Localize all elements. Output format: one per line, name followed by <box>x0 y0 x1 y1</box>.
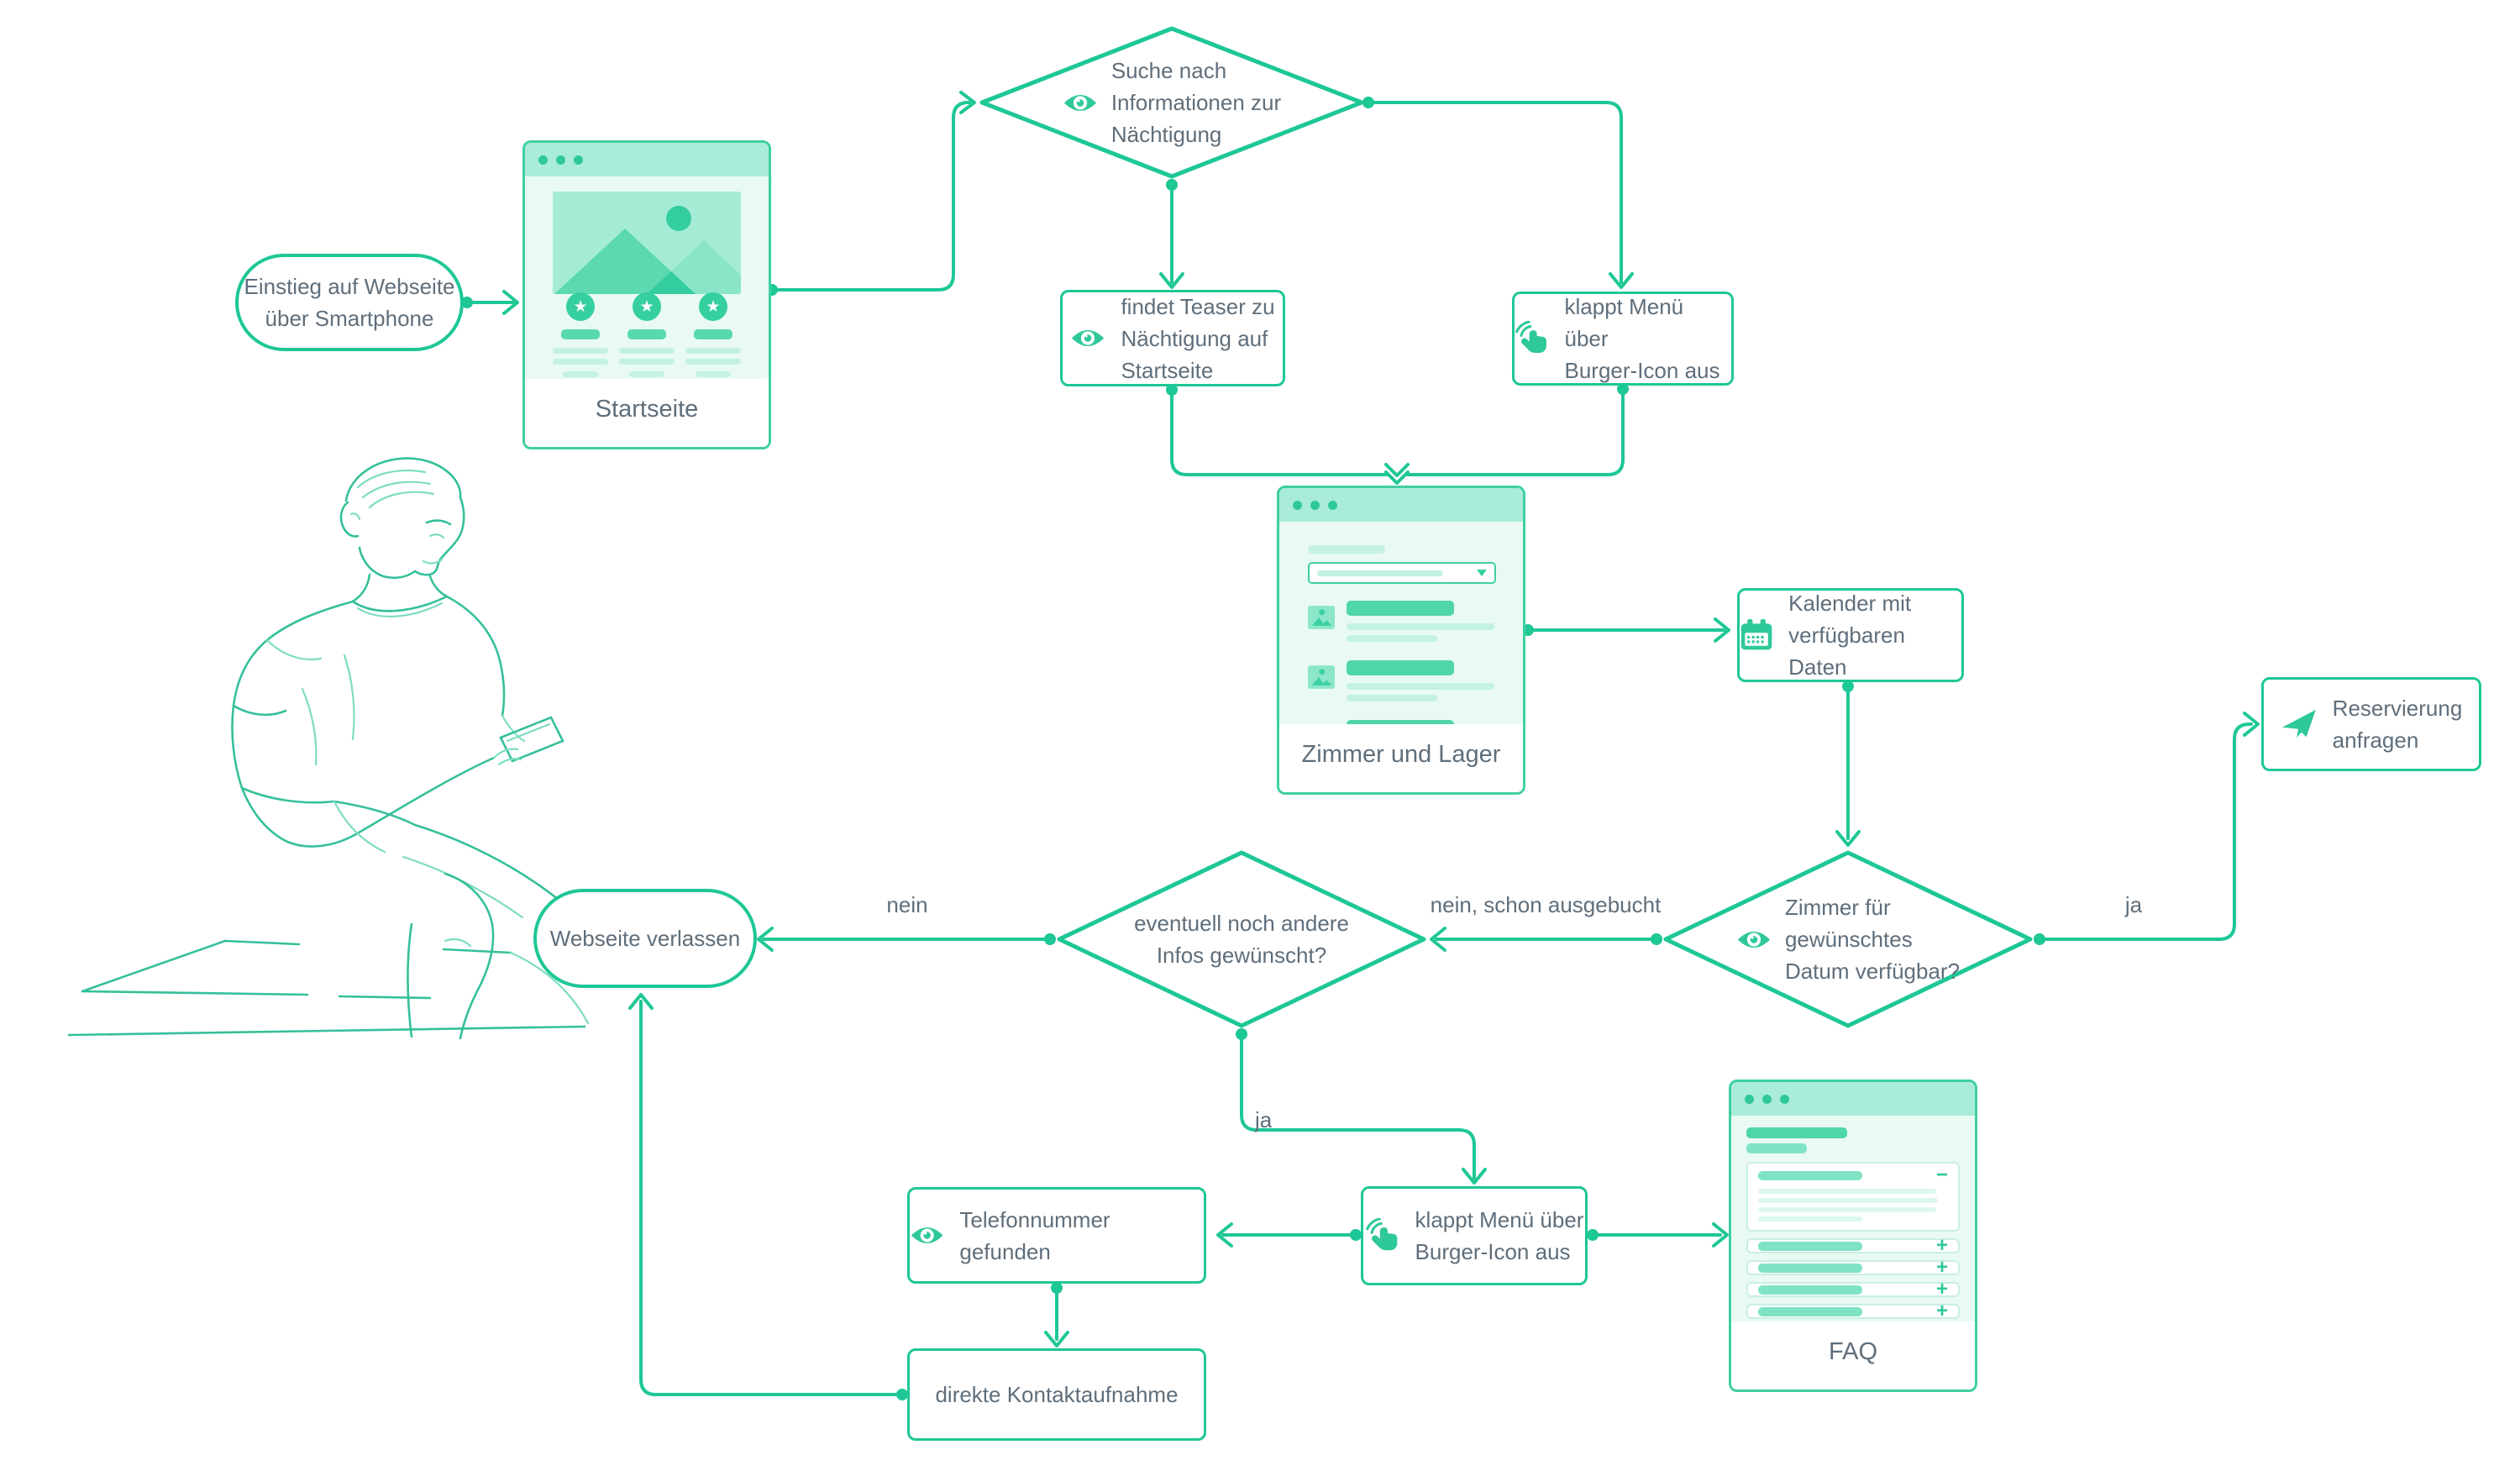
eye-icon <box>1737 931 1771 948</box>
node-andere-infos-label: eventuell noch andere Infos gewünscht? <box>1134 911 1349 968</box>
window-dot-icon <box>1310 500 1320 510</box>
node-burger-top-label: klappt Menü über Burger-Icon aus <box>1564 294 1720 383</box>
edge-label-ja-right: ja <box>2124 892 2143 917</box>
person-illustration <box>67 457 605 1040</box>
edge-suche-to-burger-top <box>1363 101 1623 284</box>
accordion-item: + <box>1746 1234 1960 1257</box>
node-suche-label: Suche nach Informationen zur Nächtigung <box>1110 58 1282 147</box>
thumbnail-image <box>1308 720 1335 724</box>
node-kontakt: direkte Kontaktaufnahme <box>907 1348 1206 1441</box>
eye-icon <box>1063 94 1096 111</box>
node-teaser-label: findet Teaser zu Nächtigung auf Startsei… <box>1121 293 1275 383</box>
window-dot-icon <box>538 155 548 165</box>
edge-teaser-to-zimmer <box>1170 386 1388 476</box>
node-andere-infos: eventuell noch andere Infos gewünscht? <box>1055 848 1428 1030</box>
list-item <box>1308 601 1494 642</box>
star-icon: ★ <box>633 292 661 321</box>
edge-infos-ja-to-burger-bottom <box>1240 1030 1476 1179</box>
thumbnail-image <box>1308 665 1335 689</box>
edge-burger-top-to-zimmer <box>1406 386 1625 476</box>
window-dot-icon <box>1762 1094 1772 1104</box>
node-datum-verfuegbar: Zimmer für gewünschtes Datum verfügbar? <box>1662 848 2034 1030</box>
mockup-zimmer-lager: Zimmer und Lager <box>1277 486 1525 795</box>
accordion-item: + <box>1746 1278 1960 1300</box>
zimmer-content <box>1279 522 1523 724</box>
window-dot-icon <box>1328 500 1337 510</box>
list-item <box>1308 720 1494 724</box>
window-dot-icon <box>1293 500 1302 510</box>
mockup-startseite: ★ ★ ★ <box>522 140 771 449</box>
edge-label-ja-down: ja <box>1255 1107 1273 1132</box>
node-webseite-verlassen: Webseite verlassen <box>533 889 757 988</box>
mockup-faq: − + + + <box>1729 1080 1977 1392</box>
accordion-item: + <box>1746 1256 1960 1279</box>
node-kalender-label: Kalender mit verfügbaren Daten <box>1788 591 1912 680</box>
feature-teaser: ★ <box>553 292 608 377</box>
list-item <box>1308 660 1494 701</box>
node-burger-bottom: klappt Menü über Burger-Icon aus <box>1361 1186 1588 1285</box>
window-dot-icon <box>1780 1094 1789 1104</box>
browser-titlebar <box>1279 488 1523 522</box>
chevron-down-icon <box>1477 570 1487 576</box>
accordion-item: + <box>1746 1300 1960 1321</box>
node-telefonnummer-label: Telefonnummer gefunden <box>959 1206 1110 1264</box>
expand-plus-icon: + <box>1935 1300 1948 1321</box>
edge-startseite-to-suche <box>769 101 971 292</box>
tap-icon <box>1365 1218 1397 1251</box>
startseite-content: ★ ★ ★ <box>525 176 769 379</box>
edge-datum-ja-to-reservierung <box>2034 722 2253 941</box>
window-dot-icon <box>556 155 565 165</box>
mockup-title: Startseite <box>525 379 769 447</box>
node-start: Einstieg auf Webseite über Smartphone <box>235 254 464 351</box>
expand-plus-icon: + <box>1935 1234 1948 1257</box>
edge-label-nein: nein <box>886 892 928 917</box>
node-telefonnummer: Telefonnummer gefunden <box>907 1187 1206 1284</box>
mockup-title: Zimmer und Lager <box>1279 724 1523 792</box>
node-burger-bottom-label: klappt Menü über Burger-Icon aus <box>1415 1207 1584 1264</box>
thumbnail-image <box>1308 606 1335 629</box>
browser-titlebar <box>525 143 769 176</box>
eye-icon <box>1072 329 1105 347</box>
node-reservierung: Reservierung anfragen <box>2261 677 2481 771</box>
browser-titlebar <box>1731 1082 1975 1116</box>
expand-plus-icon: + <box>1935 1278 1948 1300</box>
node-burger-top: klappt Menü über Burger-Icon aus <box>1512 292 1734 386</box>
hero-image <box>553 192 741 294</box>
edge-kontakt-to-webseite <box>639 1000 907 1396</box>
node-teaser: findet Teaser zu Nächtigung auf Startsei… <box>1060 290 1285 386</box>
node-suche: Suche nach Informationen zur Nächtigung <box>979 25 1365 180</box>
mockup-title: FAQ <box>1731 1321 1975 1390</box>
star-icon: ★ <box>566 292 595 321</box>
star-icon: ★ <box>699 292 727 321</box>
node-webseite-verlassen-label: Webseite verlassen <box>549 926 741 951</box>
accordion-item-expanded: − <box>1746 1162 1960 1232</box>
calendar-icon <box>1740 618 1772 650</box>
tap-icon <box>1515 321 1546 354</box>
eye-icon <box>911 1227 943 1243</box>
dropdown-field <box>1308 562 1496 584</box>
expand-plus-icon: + <box>1935 1256 1948 1279</box>
node-start-label: Einstieg auf Webseite über Smartphone <box>244 274 455 331</box>
window-dot-icon <box>574 155 583 165</box>
feature-teaser: ★ <box>685 292 741 377</box>
node-kalender: Kalender mit verfügbaren Daten <box>1737 588 1964 682</box>
node-datum-label: Zimmer für gewünschtes Datum verfügbar? <box>1784 895 1961 984</box>
paper-plane-icon <box>2281 709 2316 738</box>
edge-label-nein-ausgebucht: nein, schon ausgebucht <box>1430 892 1662 917</box>
feature-teaser: ★ <box>619 292 675 377</box>
collapse-minus-icon: − <box>1935 1164 1948 1186</box>
faq-content: − + + + <box>1731 1116 1975 1321</box>
window-dot-icon <box>1745 1094 1754 1104</box>
node-reservierung-label: Reservierung anfragen <box>2332 696 2463 753</box>
node-kontakt-label: direkte Kontaktaufnahme <box>935 1382 1179 1407</box>
